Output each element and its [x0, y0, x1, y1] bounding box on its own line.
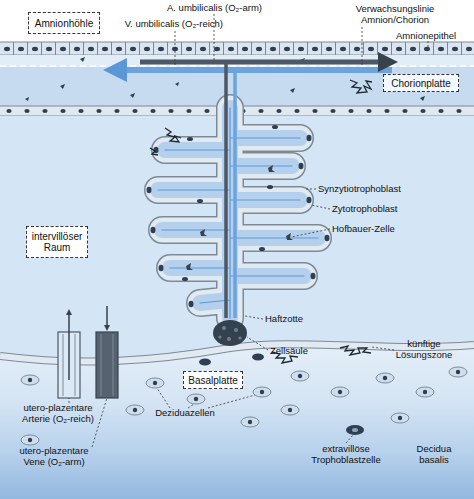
region-label: Chorionplatte: [391, 78, 450, 89]
part-label: Verwachsungslinie Amnion/Chorion: [340, 3, 450, 25]
region-box: intervillöser Raum: [26, 226, 88, 258]
region-label: Basalplatte: [188, 375, 237, 386]
part-label: Amnionepithel: [396, 30, 468, 41]
region-box: Chorionplatte: [383, 74, 459, 92]
part-label: A. umbilicalis (O₂-arm): [157, 2, 272, 13]
part-label: extravillöse Trophoblastzelle: [298, 443, 394, 465]
region-box: Amnionhöhle: [28, 12, 100, 34]
part-label: Zytotrophoblast: [332, 203, 412, 214]
part-label: Hofbauer-Zelle: [332, 223, 412, 234]
part-label: V. umbilicalis (O₂-reich): [95, 18, 223, 29]
region-label: intervillöser Raum: [28, 231, 86, 253]
part-label: Synzytiotrophoblast: [318, 183, 418, 194]
region-label: Amnionhöhle: [35, 18, 93, 29]
part-label: künftige Lösungszone: [392, 338, 456, 360]
part-label: utero-plazentare Vene (O₂-arm): [10, 445, 98, 467]
part-label: utero-plazentare Arterie (O₂-reich): [14, 402, 102, 424]
part-label: Haftzotte: [265, 313, 325, 324]
part-label: Deziduazellen: [145, 407, 225, 418]
region-box: Basalplatte: [183, 371, 243, 389]
part-label: Decidua basalis: [406, 443, 462, 465]
part-label: Zellsäule: [270, 345, 330, 356]
